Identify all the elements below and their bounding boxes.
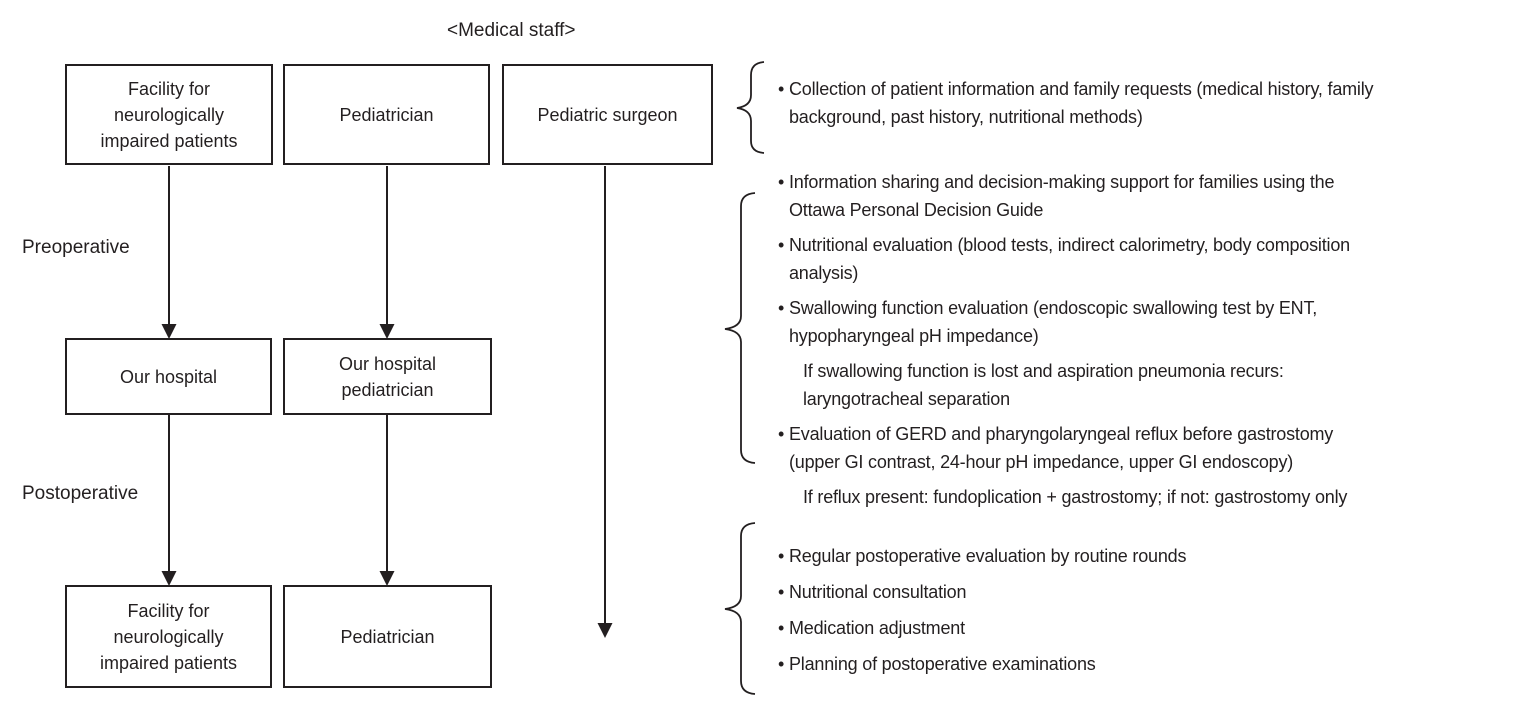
annotation-group-preoperative: • Information sharing and decision-makin… bbox=[778, 168, 1515, 518]
arrow-facility-to-hospital bbox=[161, 166, 177, 339]
arrow-hospital-to-facility bbox=[161, 415, 177, 586]
annotation-group-postoperative: • Regular postoperative evaluation by ro… bbox=[778, 542, 1515, 686]
sub-note-item: If reflux present: fundoplication + gast… bbox=[778, 483, 1515, 511]
brace-icon-group3 bbox=[724, 522, 756, 695]
box-pediatrician-bottom: Pediatrician bbox=[283, 585, 492, 688]
phase-label-preoperative: Preoperative bbox=[22, 237, 130, 258]
bullet-item: • Nutritional evaluation (blood tests, i… bbox=[778, 231, 1515, 287]
bullet-text: Regular postoperative evaluation by rout… bbox=[789, 546, 1187, 566]
bullet-icon: • bbox=[778, 654, 785, 674]
bullet-text: Nutritional evaluation (blood tests, ind… bbox=[789, 235, 1350, 283]
annotation-group-initial: • Collection of patient information and … bbox=[778, 75, 1515, 131]
bullet-item: • Regular postoperative evaluation by ro… bbox=[778, 542, 1515, 570]
bullet-icon: • bbox=[778, 582, 785, 602]
bullet-icon: • bbox=[778, 235, 785, 255]
bullet-text: Planning of postoperative examinations bbox=[789, 654, 1096, 674]
arrow-pediatrician-to-hospital-pediatrician bbox=[379, 166, 395, 339]
bullet-item: • Collection of patient information and … bbox=[778, 75, 1515, 131]
box-our-hospital-pediatrician: Our hospital pediatrician bbox=[283, 338, 492, 415]
bullet-text: Nutritional consultation bbox=[789, 582, 967, 602]
bullet-text: Swallowing function evaluation (endoscop… bbox=[789, 298, 1318, 346]
phase-label-postoperative: Postoperative bbox=[22, 483, 139, 504]
bullet-item: • Evaluation of GERD and pharyngolarynge… bbox=[778, 420, 1515, 476]
arrow-pediatric-surgeon-long bbox=[597, 166, 613, 638]
bullet-text: Evaluation of GERD and pharyngolaryngeal… bbox=[789, 424, 1334, 472]
bullet-item: • Swallowing function evaluation (endosc… bbox=[778, 294, 1515, 350]
box-pediatrician-top: Pediatrician bbox=[283, 64, 490, 165]
sub-note-item: If swallowing function is lost and aspir… bbox=[778, 357, 1515, 413]
diagram-title: <Medical staff> bbox=[447, 20, 576, 41]
brace-icon-group2 bbox=[724, 192, 756, 464]
box-facility-top: Facility for neurologically impaired pat… bbox=[65, 64, 273, 165]
bullet-icon: • bbox=[778, 298, 785, 318]
sub-note-text: If reflux present: fundoplication + gast… bbox=[803, 487, 1348, 507]
bullet-text: Collection of patient information and fa… bbox=[789, 79, 1374, 127]
box-our-hospital: Our hospital bbox=[65, 338, 272, 415]
sub-note-text: If swallowing function is lost and aspir… bbox=[803, 361, 1284, 409]
bullet-icon: • bbox=[778, 172, 785, 192]
arrow-hospital-pediatrician-to-pediatrician bbox=[379, 415, 395, 586]
bullet-item: • Information sharing and decision-makin… bbox=[778, 168, 1515, 224]
bullet-text: Medication adjustment bbox=[789, 618, 965, 638]
box-pediatric-surgeon: Pediatric surgeon bbox=[502, 64, 713, 165]
bullet-icon: • bbox=[778, 79, 785, 99]
bullet-text: Information sharing and decision-making … bbox=[789, 172, 1335, 220]
bullet-item: • Medication adjustment bbox=[778, 614, 1515, 642]
bullet-icon: • bbox=[778, 546, 785, 566]
bullet-icon: • bbox=[778, 424, 785, 444]
box-facility-bottom: Facility for neurologically impaired pat… bbox=[65, 585, 272, 688]
brace-icon-group1 bbox=[736, 61, 765, 154]
bullet-icon: • bbox=[778, 618, 785, 638]
bullet-item: • Nutritional consultation bbox=[778, 578, 1515, 606]
bullet-item: • Planning of postoperative examinations bbox=[778, 650, 1515, 678]
